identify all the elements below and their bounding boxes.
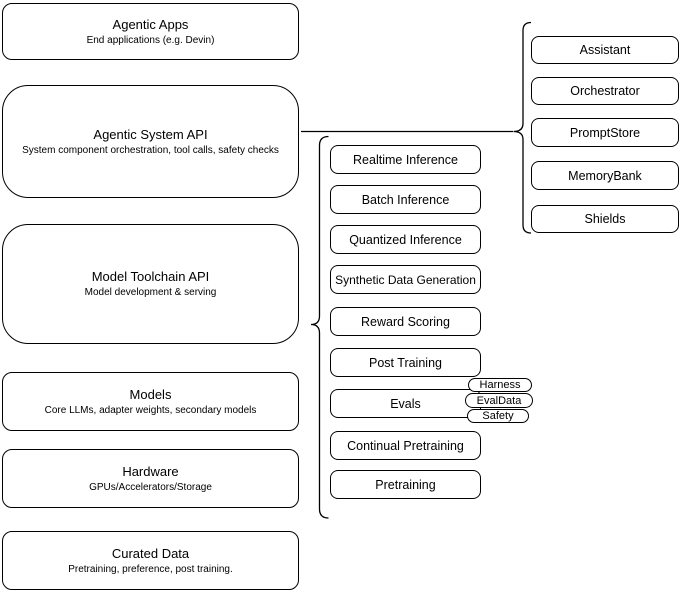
tag-evaldata: EvalData <box>465 393 533 408</box>
node-title: Hardware <box>122 463 179 479</box>
node-hardware: Hardware GPUs/Accelerators/Storage <box>2 449 299 508</box>
node-synthetic-data-generation: Synthetic Data Generation <box>330 265 481 294</box>
node-models: Models Core LLMs, adapter weights, secon… <box>2 372 299 431</box>
node-curated-data: Curated Data Pretraining, preference, po… <box>2 531 299 590</box>
node-subtitle: End applications (e.g. Devin) <box>86 34 215 46</box>
node-title: Models <box>129 386 172 402</box>
node-subtitle: GPUs/Accelerators/Storage <box>89 481 212 493</box>
node-subtitle: Pretraining, preference, post training. <box>68 563 233 575</box>
node-label: Evals <box>390 396 421 411</box>
node-subtitle: System component orchestration, tool cal… <box>22 144 279 156</box>
node-label: Shields <box>584 212 626 226</box>
node-label: Synthetic Data Generation <box>335 272 476 287</box>
node-evals: Evals <box>330 389 481 418</box>
node-label: MemoryBank <box>568 168 642 183</box>
node-shields: Shields <box>531 205 679 233</box>
node-label: Assistant <box>579 43 631 57</box>
node-reward-scoring: Reward Scoring <box>330 307 481 336</box>
node-label: Post Training <box>369 355 442 370</box>
tag-harness: Harness <box>468 378 532 392</box>
node-quantized-inference: Quantized Inference <box>330 225 481 254</box>
node-agentic-apps: Agentic Apps End applications (e.g. Devi… <box>2 3 299 60</box>
node-post-training: Post Training <box>330 348 481 377</box>
node-label: Batch Inference <box>361 192 450 207</box>
node-pretraining: Pretraining <box>330 470 481 499</box>
node-label: Pretraining <box>375 477 436 492</box>
node-title: Agentic Apps <box>112 16 189 32</box>
node-continual-pretraining: Continual Pretraining <box>330 431 481 460</box>
node-subtitle: Core LLMs, adapter weights, secondary mo… <box>44 404 257 416</box>
node-title: Curated Data <box>111 545 190 561</box>
tag-label: Safety <box>482 410 514 422</box>
node-model-toolchain-api: Model Toolchain API Model development & … <box>2 224 299 344</box>
node-label: Continual Pretraining <box>347 438 464 453</box>
node-label: Orchestrator <box>570 84 640 98</box>
node-realtime-inference: Realtime Inference <box>330 145 481 174</box>
node-label: Reward Scoring <box>361 314 450 329</box>
node-promptstore: PromptStore <box>531 118 679 147</box>
agentic-components-brace <box>513 21 532 234</box>
node-assistant: Assistant <box>531 36 679 64</box>
node-label: Realtime Inference <box>353 152 458 167</box>
tag-label: Harness <box>479 379 521 391</box>
node-title: Model Toolchain API <box>91 269 210 284</box>
tag-label: EvalData <box>476 394 522 407</box>
node-memorybank: MemoryBank <box>531 161 679 190</box>
node-batch-inference: Batch Inference <box>330 185 481 214</box>
node-title: Agentic System API <box>93 126 208 142</box>
node-label: PromptStore <box>569 125 641 140</box>
node-subtitle: Model development & serving <box>84 287 217 298</box>
tag-safety: Safety <box>467 409 529 423</box>
toolchain-brace <box>310 135 329 519</box>
node-label: Quantized Inference <box>349 232 462 247</box>
node-agentic-system-api: Agentic System API System component orch… <box>2 85 299 198</box>
node-orchestrator: Orchestrator <box>531 77 679 105</box>
